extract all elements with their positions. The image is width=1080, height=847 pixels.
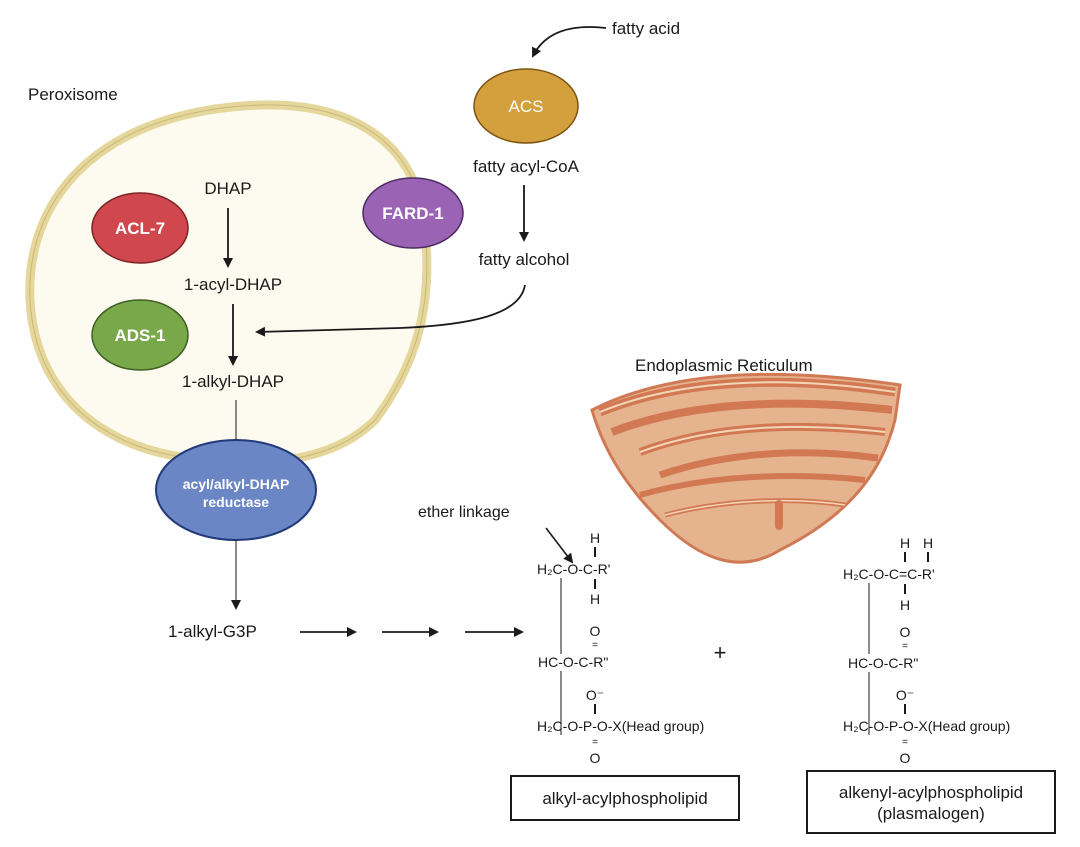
svg-text:HC-O-C-R": HC-O-C-R"	[538, 654, 608, 670]
svg-text:H: H	[590, 530, 600, 546]
alkyl-acylphospholipid-name: alkyl-acylphospholipid	[542, 789, 708, 808]
reductase-label-line2: reductase	[203, 494, 269, 510]
plasmalogen-label: (plasmalogen)	[877, 804, 985, 823]
acs-label: ACS	[509, 97, 544, 116]
acl7-enzyme	[91, 192, 189, 264]
ether-linkage-arrow	[545, 527, 574, 564]
fard1-label: FARD-1	[382, 204, 443, 223]
svg-text:=: =	[902, 737, 908, 748]
ether-linkage-label: ether linkage	[418, 504, 510, 521]
svg-text:=: =	[592, 737, 598, 748]
svg-text:H₂C-O-C=C-R': H₂C-O-C=C-R'	[843, 566, 935, 582]
reductase-label-line1: acyl/alkyl-DHAP	[183, 476, 290, 492]
fatty-alcohol-label: fatty alcohol	[479, 250, 570, 269]
ads1-label: ADS-1	[114, 326, 165, 345]
svg-text:=: =	[902, 641, 908, 652]
peroxisome-label: Peroxisome	[28, 85, 118, 104]
acs-enzyme	[473, 68, 579, 144]
acl7-label: ACL-7	[115, 219, 165, 238]
alkenyl-acylphospholipid-structure: H H H₂C-O-C=C-R' H O = HC-O-C-R" O⁻ H₂C-…	[843, 535, 1010, 766]
fard1-enzyme	[362, 177, 464, 249]
svg-text:O: O	[900, 750, 911, 766]
fatty-acid-label: fatty acid	[612, 19, 680, 38]
svg-text:H₂C-O-P-O-X(Head group): H₂C-O-P-O-X(Head group)	[843, 718, 1010, 734]
alkyl-acylphospholipid-structure: H H₂C-O-C-R' H O = HC-O-C-R" O⁻ H₂C-O-P-…	[537, 530, 704, 766]
svg-text:HC-O-C-R": HC-O-C-R"	[848, 655, 918, 671]
svg-text:H: H	[900, 597, 910, 613]
svg-text:O⁻: O⁻	[586, 687, 604, 703]
fatty-acyl-coa-label: fatty acyl-CoA	[473, 157, 579, 176]
arrow-fatty-alcohol-to-ads1	[255, 284, 526, 337]
arrow-fatty-acid-to-acs	[532, 26, 607, 58]
svg-text:H₂C-O-P-O-X(Head group): H₂C-O-P-O-X(Head group)	[537, 718, 704, 734]
svg-text:H: H	[923, 535, 933, 551]
er-label: Endoplasmic Reticulum	[635, 356, 813, 375]
alkenyl-acylphospholipid-box: alkenyl-acylphospholipid (plasmalogen)	[806, 770, 1056, 834]
svg-text:H₂C-O-C-R': H₂C-O-C-R'	[537, 561, 610, 577]
endoplasmic-reticulum-illustration	[590, 372, 902, 564]
dhap-label: DHAP	[204, 179, 251, 198]
alkenyl-acylphospholipid-name: alkenyl-acylphospholipid	[838, 783, 1024, 802]
svg-text:O⁻: O⁻	[896, 687, 914, 703]
svg-text:O: O	[900, 624, 911, 640]
acyl-dhap-label: 1-acyl-DHAP	[184, 275, 282, 294]
plus-sign: +	[714, 640, 727, 665]
svg-text:H: H	[590, 591, 600, 607]
ads1-enzyme	[91, 299, 189, 371]
alkyl-acylphospholipid-box: alkyl-acylphospholipid	[510, 775, 740, 821]
alkyl-g3p-label: 1-alkyl-G3P	[168, 622, 257, 641]
alkyl-dhap-label: 1-alkyl-DHAP	[182, 372, 284, 391]
svg-text:=: =	[592, 640, 598, 651]
svg-text:H: H	[900, 535, 910, 551]
svg-text:O: O	[590, 623, 601, 639]
svg-text:O: O	[590, 750, 601, 766]
